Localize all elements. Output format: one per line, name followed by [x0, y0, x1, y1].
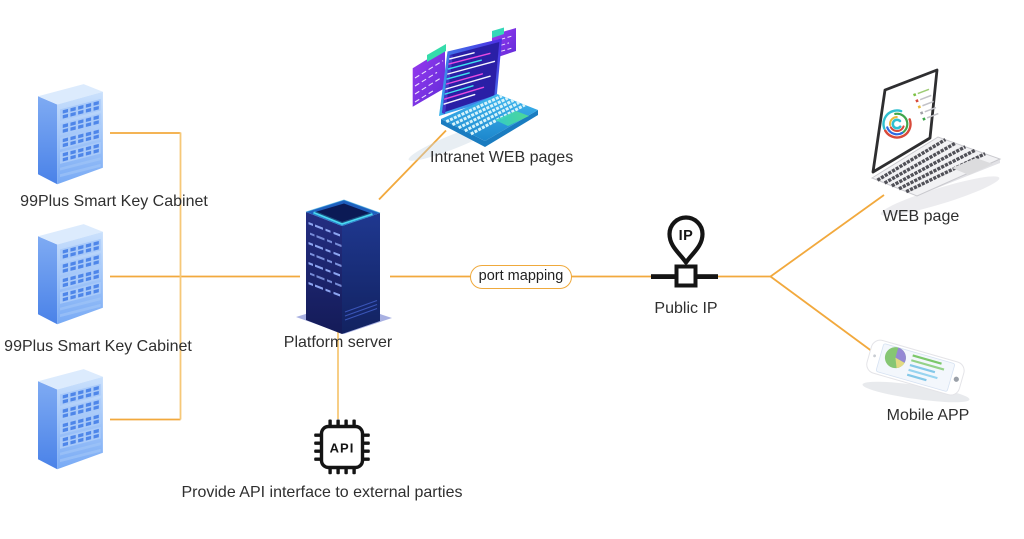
connector-lines	[110, 129, 885, 421]
port-mapping-badge: port mapping	[470, 265, 572, 289]
phone-home-button	[953, 376, 959, 382]
ip-pin	[667, 215, 705, 265]
api-chip-icon: API	[314, 419, 370, 475]
web-laptop-trackpad	[952, 158, 993, 175]
label-api-caption: Provide API interface to external partie…	[181, 484, 463, 501]
label-cabinet-middle: 99Plus Smart Key Cabinet	[4, 338, 192, 355]
key-cabinet-icon-middle	[38, 224, 103, 324]
label-web-page: WEB page	[882, 208, 960, 225]
web-laptop-icon	[870, 68, 1002, 216]
laptop-trackpad	[495, 111, 529, 126]
ip-pin-text: IP	[679, 228, 694, 244]
screen-code-lines	[443, 52, 496, 105]
donut-chart	[882, 109, 912, 139]
label-intranet-web-pages: Intranet WEB pages	[430, 149, 574, 166]
intranet-laptop-icon	[408, 27, 538, 161]
label-public-ip: Public IP	[654, 300, 718, 317]
label-cabinet-top: 99Plus Smart Key Cabinet	[20, 193, 208, 210]
phone-list-lines	[906, 354, 945, 382]
public-ip-icon: IP	[651, 215, 718, 288]
label-mobile-app: Mobile APP	[886, 407, 970, 424]
platform-server-icon	[296, 199, 392, 334]
key-cabinet-icon-top	[38, 84, 103, 184]
pie-chart	[884, 347, 906, 369]
key-cabinet-icon-bottom	[38, 369, 103, 469]
api-chip-text: API	[330, 441, 355, 456]
connector-lines-vertical	[179, 132, 339, 420]
label-platform-server: Platform server	[283, 334, 393, 351]
mobile-phone-icon	[862, 339, 970, 403]
screen-list	[913, 88, 939, 121]
web-laptop-screen	[871, 68, 939, 174]
